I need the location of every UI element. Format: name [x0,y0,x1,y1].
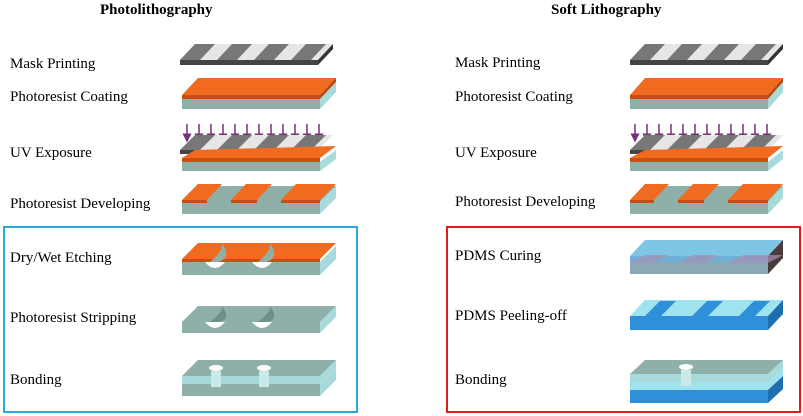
right-step-pdms-peeling-off: PDMS Peeling-off [455,308,567,324]
right-pdms-curing-illustration [630,240,783,274]
left-uv-exposure-illustration [180,124,336,171]
right-photoresist-developing-illustration [630,184,783,214]
left-photoresist-coating-illustration [182,78,336,109]
left-step-bonding: Bonding [10,372,62,388]
left-step-mask-printing: Mask Printing [10,56,96,72]
left-step-photoresist-coating: Photoresist Coating [10,89,128,105]
right-bonding-illustration [630,360,783,403]
left-mask-printing-illustration [180,44,333,65]
right-step-mask-printing: Mask Printing [455,55,541,71]
left-bonding-illustration [182,360,336,396]
right-pdms-peeling-off-illustration [630,300,783,330]
right-mask-printing-illustration [630,44,783,65]
left-dry-wet-etching-illustration [182,243,336,275]
right-uv-exposure-illustration [630,124,783,171]
left-step-photoresist-stripping: Photoresist Stripping [10,310,137,326]
right-step-photoresist-developing: Photoresist Developing [455,194,596,210]
left-step-uv-exposure: UV Exposure [10,145,92,161]
right-highlight-box [446,226,801,413]
right-step-pdms-curing: PDMS Curing [455,248,542,264]
left-step-photoresist-developing: Photoresist Developing [10,196,151,212]
right-step-photoresist-coating: Photoresist Coating [455,89,573,105]
left-photoresist-stripping-illustration [182,306,336,333]
right-column-title: Soft Lithography [551,2,662,18]
right-step-bonding: Bonding [455,372,507,388]
right-step-uv-exposure: UV Exposure [455,145,537,161]
left-photoresist-developing-illustration [182,184,336,214]
left-highlight-box [3,226,358,413]
right-photoresist-coating-illustration [630,78,783,109]
left-step-dry-wet-etching: Dry/Wet Etching [10,250,112,266]
left-column-title: Photolithography [100,2,213,18]
